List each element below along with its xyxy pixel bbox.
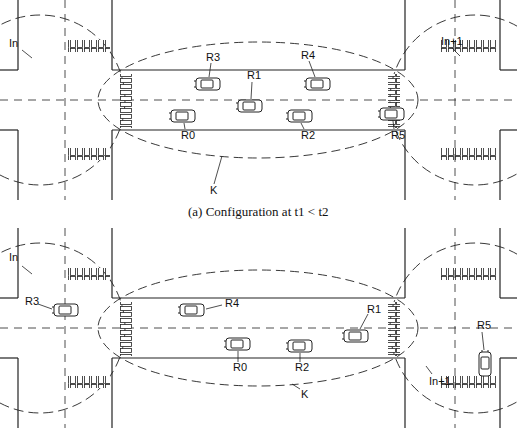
- callout-label: R3: [205, 52, 221, 63]
- callout-label: In: [8, 252, 19, 263]
- callout-label: In: [8, 38, 19, 49]
- vehicles: [52, 304, 491, 376]
- callout-label: R1: [366, 304, 382, 315]
- callout-label: R2: [294, 362, 310, 373]
- callout-label: R5: [390, 130, 406, 141]
- callout-label: R0: [180, 130, 196, 141]
- callout-label: In+1: [440, 36, 464, 47]
- callout-label: R1: [246, 70, 262, 81]
- callout-label: In+1: [428, 376, 452, 387]
- callout-label: R0: [232, 362, 248, 373]
- callout-label: R3: [24, 296, 40, 307]
- callout-label: R2: [300, 130, 316, 141]
- callout-label: K: [209, 185, 218, 196]
- road-scene: [0, 0, 517, 200]
- callout-label: R4: [300, 50, 316, 61]
- figure-caption: (a) Configuration at t1 < t2: [188, 204, 329, 220]
- leader-lines: [22, 266, 484, 389]
- callout-label: R5: [476, 320, 492, 331]
- callout-label: R4: [224, 298, 240, 309]
- vehicles: [169, 78, 404, 122]
- road-scene: [0, 228, 517, 428]
- leader-lines: [22, 48, 460, 184]
- callout-label: K: [300, 389, 309, 400]
